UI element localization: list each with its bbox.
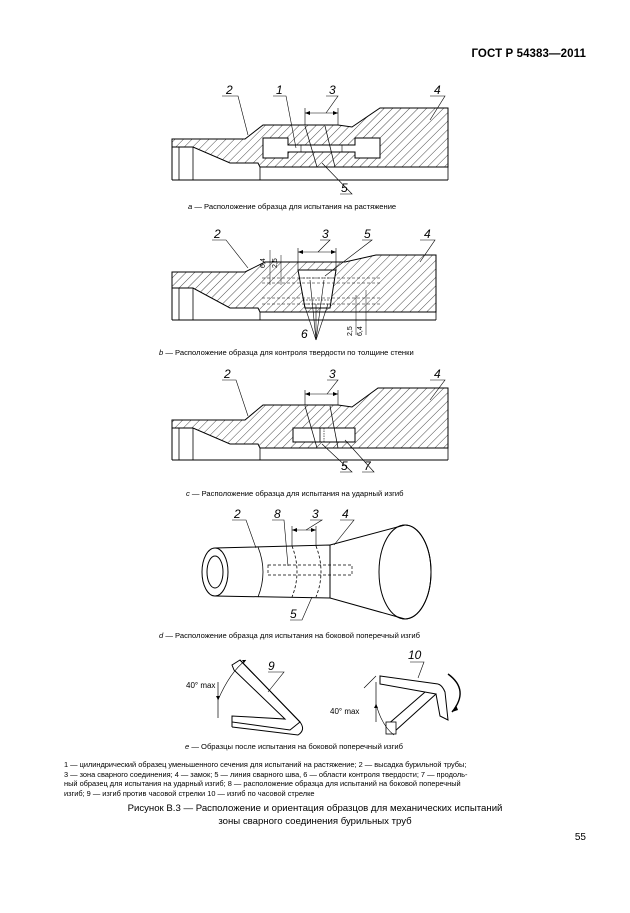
figure-title-line-1: Рисунок В.3 — Расположение и ориентация …: [127, 803, 503, 814]
figure-legend: 1 — цилиндрический образец уменьшенного …: [64, 760, 570, 798]
figure-a: 2 1 3 4 5: [171, 83, 449, 195]
label-d-2: 2: [233, 507, 241, 521]
legend-line-4: изгиб; 9 — изгиб против часовой стрелки …: [64, 788, 315, 798]
label-d-8: 8: [274, 507, 281, 521]
label-c-2: 2: [223, 367, 231, 381]
label-b-6: 6: [301, 327, 308, 341]
figure-e: 40° max 9 40° max 10: [186, 648, 461, 736]
label-d-3: 3: [312, 507, 319, 521]
page-number: 55: [574, 832, 586, 843]
label-a-2: 2: [225, 83, 233, 97]
label-c-3: 3: [329, 367, 336, 381]
figure-c: 2 3 4 5 7: [171, 367, 449, 473]
legend-line-1: 1 — цилиндрический образец уменьшенного …: [64, 760, 467, 769]
label-d-5: 5: [290, 607, 297, 621]
legend-line-2: 3 — зона сварного соединения; 4 — замок;…: [64, 769, 468, 779]
dim-b-3: 2,5: [347, 326, 354, 336]
label-c-4: 4: [434, 367, 441, 381]
figure-title-line-2: зоны сварного соединения бурильных труб: [218, 816, 412, 827]
figure-b: 6,4 2,5 2,5 6,4 2 3 5 4: [171, 227, 437, 341]
dim-b-1: 6,4: [260, 258, 267, 268]
caption-b: b — Расположение образца для контроля тв…: [159, 348, 414, 357]
label-b-2: 2: [213, 227, 221, 241]
label-c-7: 7: [364, 459, 372, 473]
caption-e: e — Образцы после испытания на боковой п…: [185, 742, 404, 751]
caption-c: c — Расположение образца для испытания н…: [186, 489, 404, 498]
figure-d: 2 8 3 4 5: [201, 507, 432, 621]
label-c-5: 5: [341, 459, 348, 473]
dim-b-4: 6,4: [357, 326, 364, 336]
label-a-5: 5: [341, 181, 348, 195]
legend-line-3: ный образец для испытания на ударный изг…: [64, 779, 461, 789]
label-d-4: 4: [342, 507, 349, 521]
angle-e-right: 40° max: [330, 707, 359, 716]
label-a-4: 4: [434, 83, 441, 97]
label-b-3: 3: [322, 227, 329, 241]
label-e-9: 9: [268, 659, 275, 673]
label-a-3: 3: [329, 83, 336, 97]
label-a-1: 1: [276, 83, 283, 97]
standard-header: ГОСТ Р 54383—2011: [471, 48, 586, 60]
angle-e-left: 40° max: [186, 681, 215, 690]
caption-a: a — Расположение образца для испытания н…: [188, 202, 397, 211]
dim-b-2: 2,5: [272, 258, 279, 268]
label-b-5: 5: [364, 227, 371, 241]
caption-d: d — Расположение образца для испытания н…: [159, 631, 421, 640]
label-b-4: 4: [424, 227, 431, 241]
label-e-10: 10: [408, 648, 422, 662]
